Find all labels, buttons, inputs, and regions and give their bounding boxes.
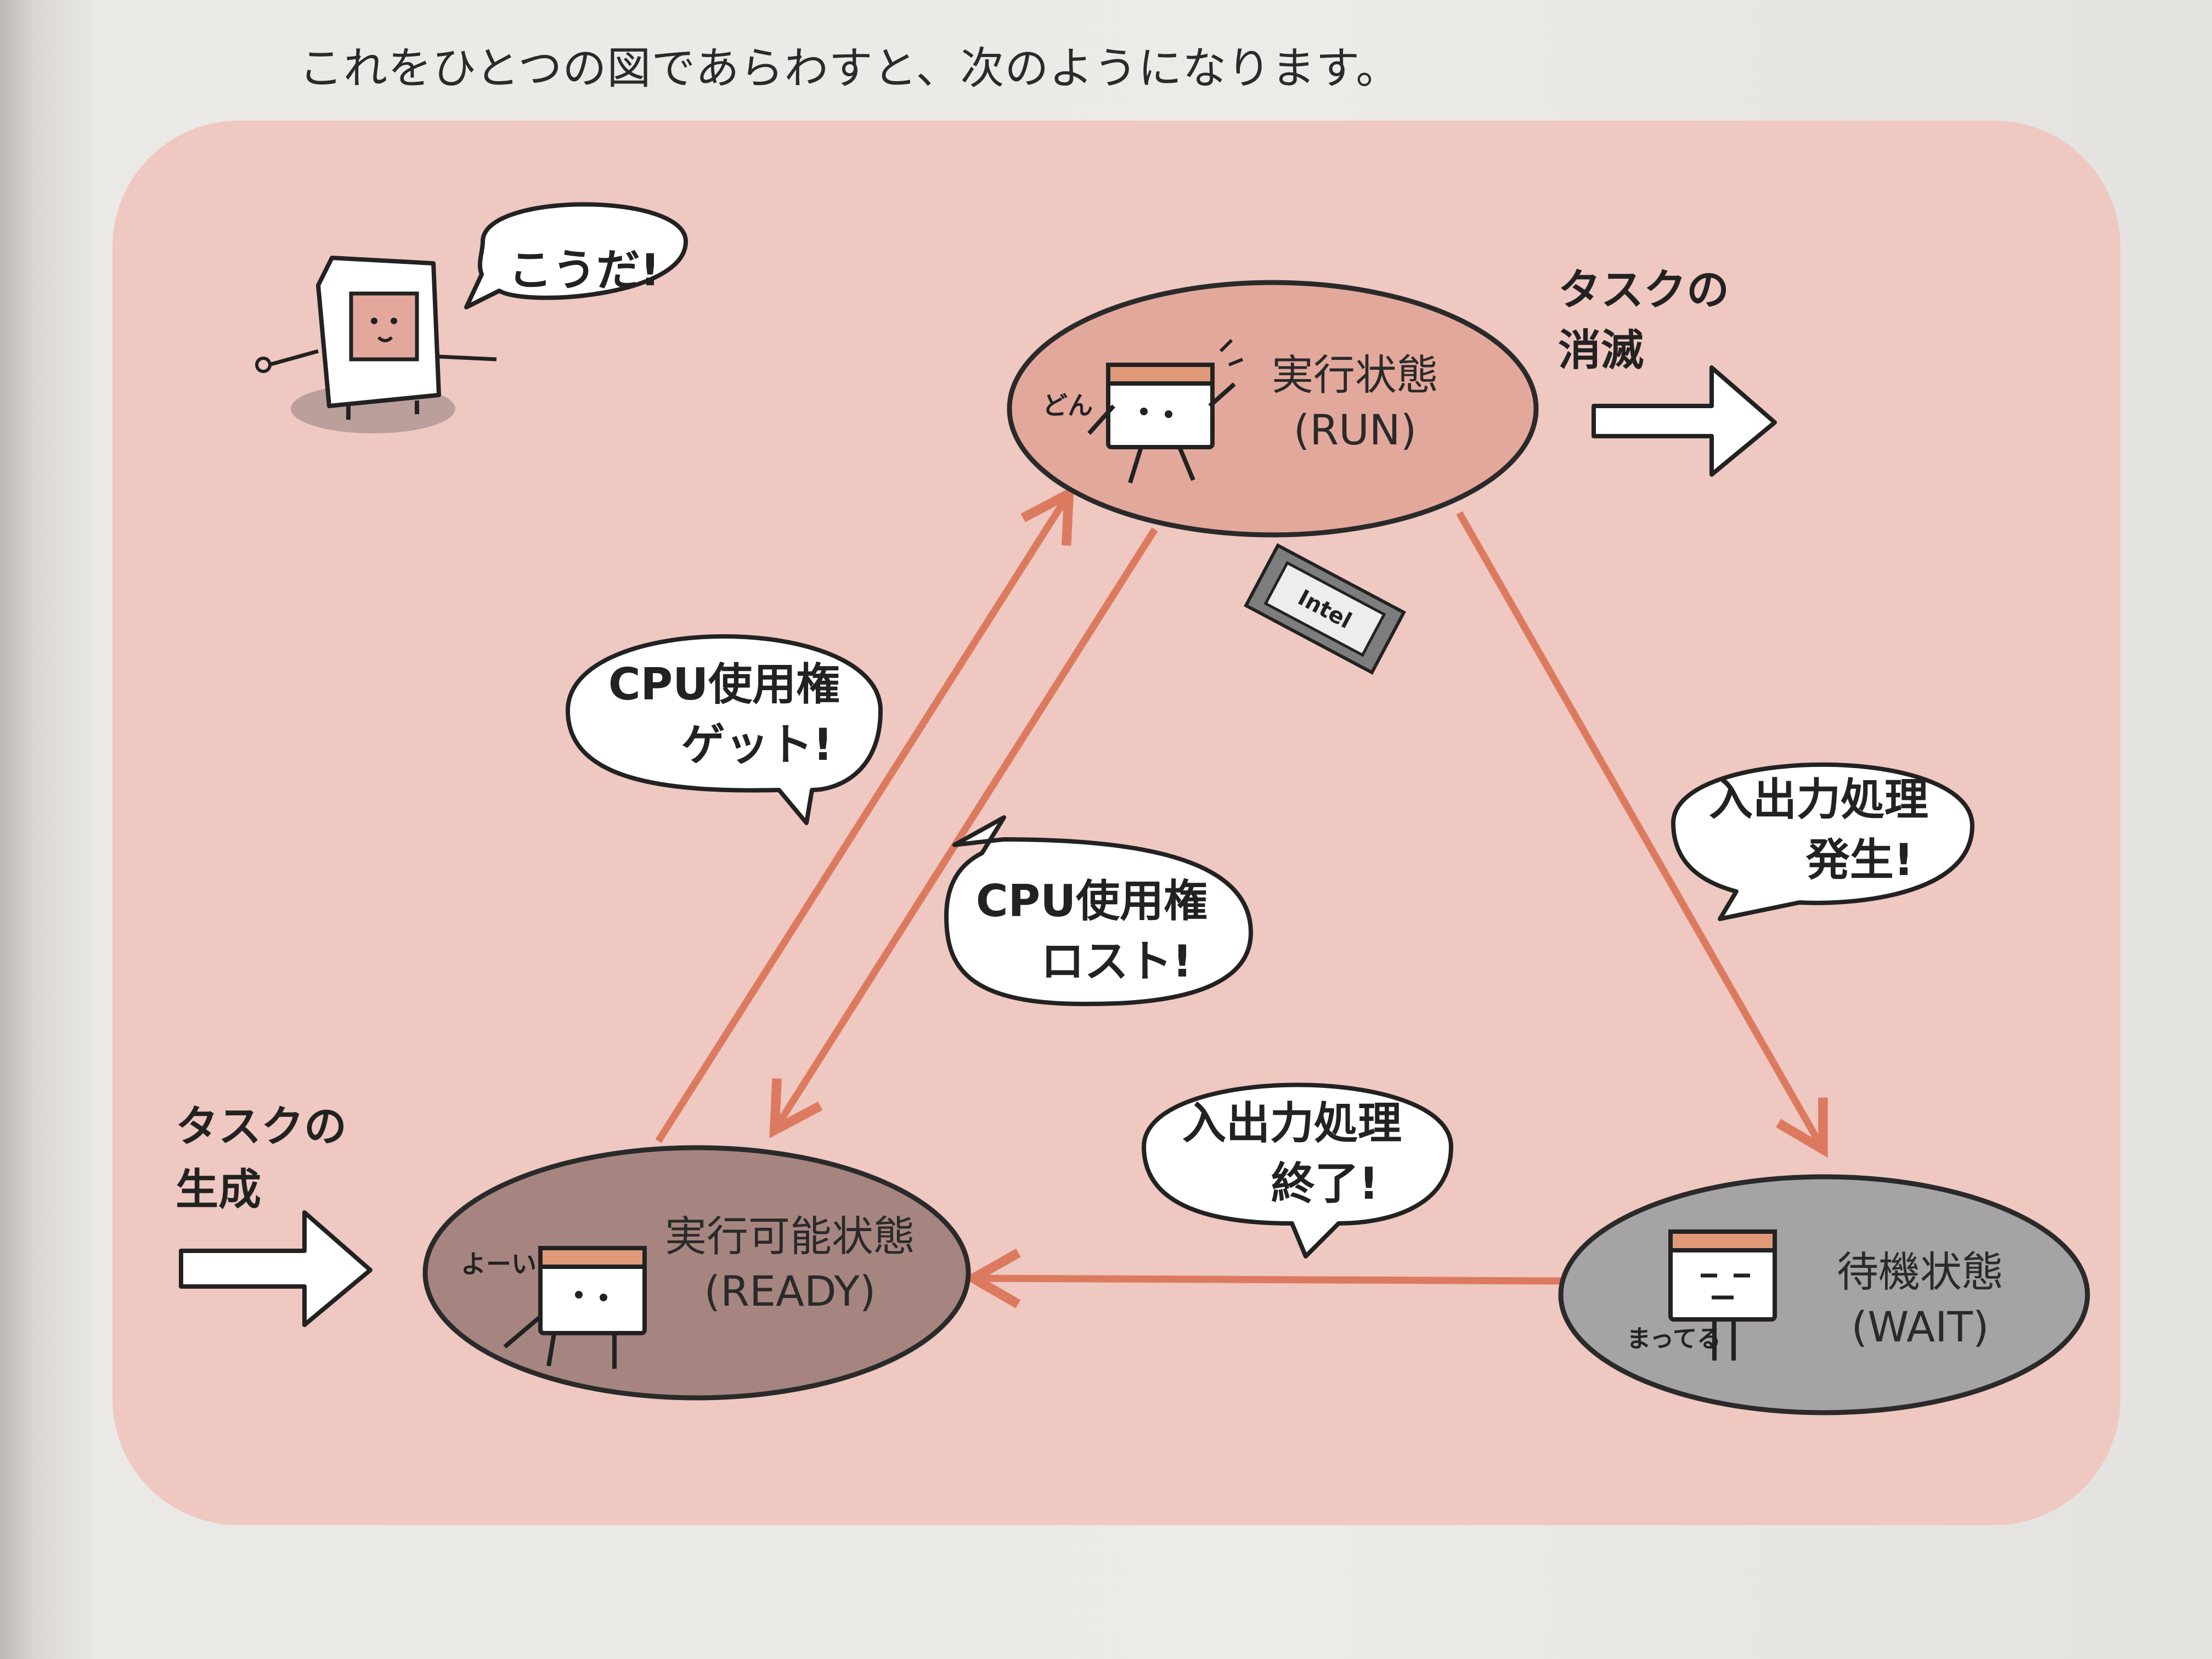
task-create-arrow-icon: [179, 1210, 373, 1327]
bubble-wait-to-ready-line1: 入出力処理: [1182, 1098, 1402, 1149]
arrow-ready-to-run: [655, 486, 1074, 1143]
bubble-run-to-wait-line2: 発生!: [1806, 834, 1914, 885]
bubble-run-to-ready-line1: CPU使用権: [976, 876, 1207, 927]
bubble-run-to-ready-line2: ロスト!: [1041, 936, 1192, 987]
intro-text: これをひとつの図であらわすと、次のようになります。: [299, 43, 1401, 94]
wait-state-code: (WAIT): [1851, 1302, 1989, 1351]
arrow-run-to-wait: [1456, 511, 1828, 1158]
task-end-group: タスクの 消滅: [1558, 266, 1777, 477]
arrow-wait-to-ready: [963, 1248, 1564, 1308]
task-create-line1: タスクの: [176, 1102, 347, 1152]
bubble-run-to-wait: 入出力処理 発生!: [1671, 762, 1974, 921]
bubble-run-to-ready: CPU使用権 ロスト!: [944, 815, 1253, 1006]
state-wait: まってる 待機状態 (WAIT): [1558, 1174, 2090, 1415]
mascot-speech-text: こうだ!: [509, 245, 660, 296]
cpu-chip-icon: Intel: [1244, 543, 1406, 675]
arrow-run-to-ready: [769, 527, 1158, 1138]
bubble-ready-to-run-line2: ゲット!: [681, 719, 833, 770]
bubble-wait-to-ready-line2: 終了!: [1271, 1158, 1379, 1209]
state-ready: よーい 実行可能状態 (READY): [422, 1145, 971, 1401]
run-sound-text: どん: [1042, 391, 1093, 420]
bubble-ready-to-run-line1: CPU使用権: [608, 659, 840, 710]
mascot-speech-bubble: こうだ!: [464, 202, 688, 309]
task-end-line1: タスクの: [1558, 266, 1729, 315]
wait-state-name: 待機状態: [1837, 1248, 2004, 1296]
state-run: どん 実行状態 (RUN) Intel: [1007, 280, 1539, 675]
run-state-name: 実行状態: [1272, 351, 1438, 399]
wait-sound-text: まってる: [1627, 1325, 1721, 1353]
task-create-line2: 生成: [176, 1165, 261, 1215]
ready-sound-text: よーい: [461, 1249, 537, 1279]
ready-state-code: (READY): [704, 1267, 876, 1316]
bubble-wait-to-ready: 入出力処理 終了!: [1142, 1082, 1453, 1259]
waiting-task-character: [1668, 1229, 1777, 1361]
task-create-group: タスクの 生成: [176, 1102, 373, 1327]
bubble-run-to-wait-line1: 入出力処理: [1709, 774, 1928, 825]
task-end-arrow-icon: [1592, 365, 1777, 477]
bubble-ready-to-run: CPU使用権 ゲット!: [566, 634, 883, 825]
run-state-code: (RUN): [1294, 405, 1417, 454]
mascot-computer-character: [255, 256, 497, 433]
running-task-character: [1087, 338, 1244, 484]
task-end-line2: 消滅: [1558, 326, 1644, 375]
ready-task-character: [503, 1246, 647, 1369]
ready-state-name: 実行可能状態: [665, 1212, 915, 1261]
